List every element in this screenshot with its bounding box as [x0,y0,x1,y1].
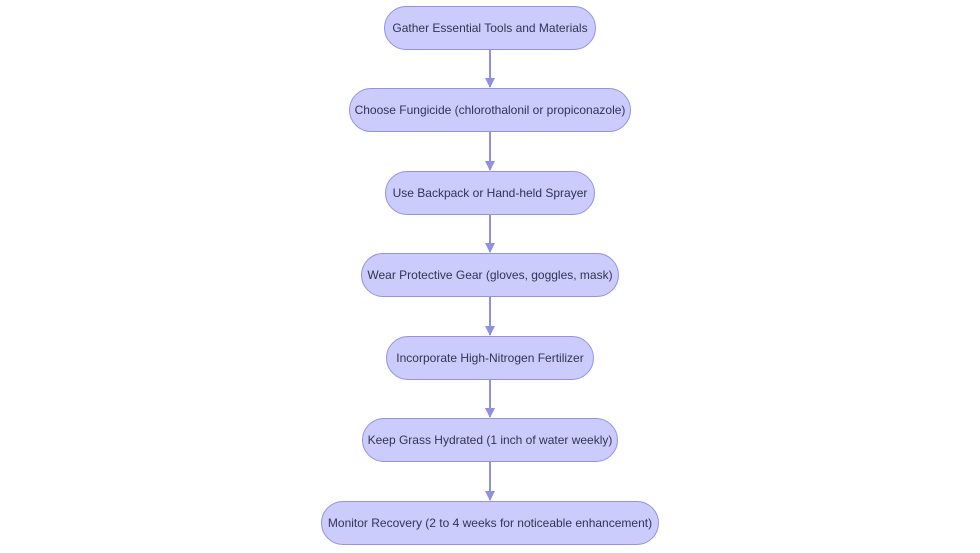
step-incorporate-fertilizer: Incorporate High-Nitrogen Fertilizer [386,336,594,380]
step-use-sprayer: Use Backpack or Hand-held Sprayer [385,171,595,215]
step-monitor-recovery: Monitor Recovery (2 to 4 weeks for notic… [321,501,659,545]
step-wear-protective-gear: Wear Protective Gear (gloves, goggles, m… [361,253,619,297]
step-choose-fungicide: Choose Fungicide (chlorothalonil or prop… [349,88,631,132]
step-gather-tools: Gather Essential Tools and Materials [384,6,596,50]
step-keep-grass-hydrated: Keep Grass Hydrated (1 inch of water wee… [362,418,618,462]
